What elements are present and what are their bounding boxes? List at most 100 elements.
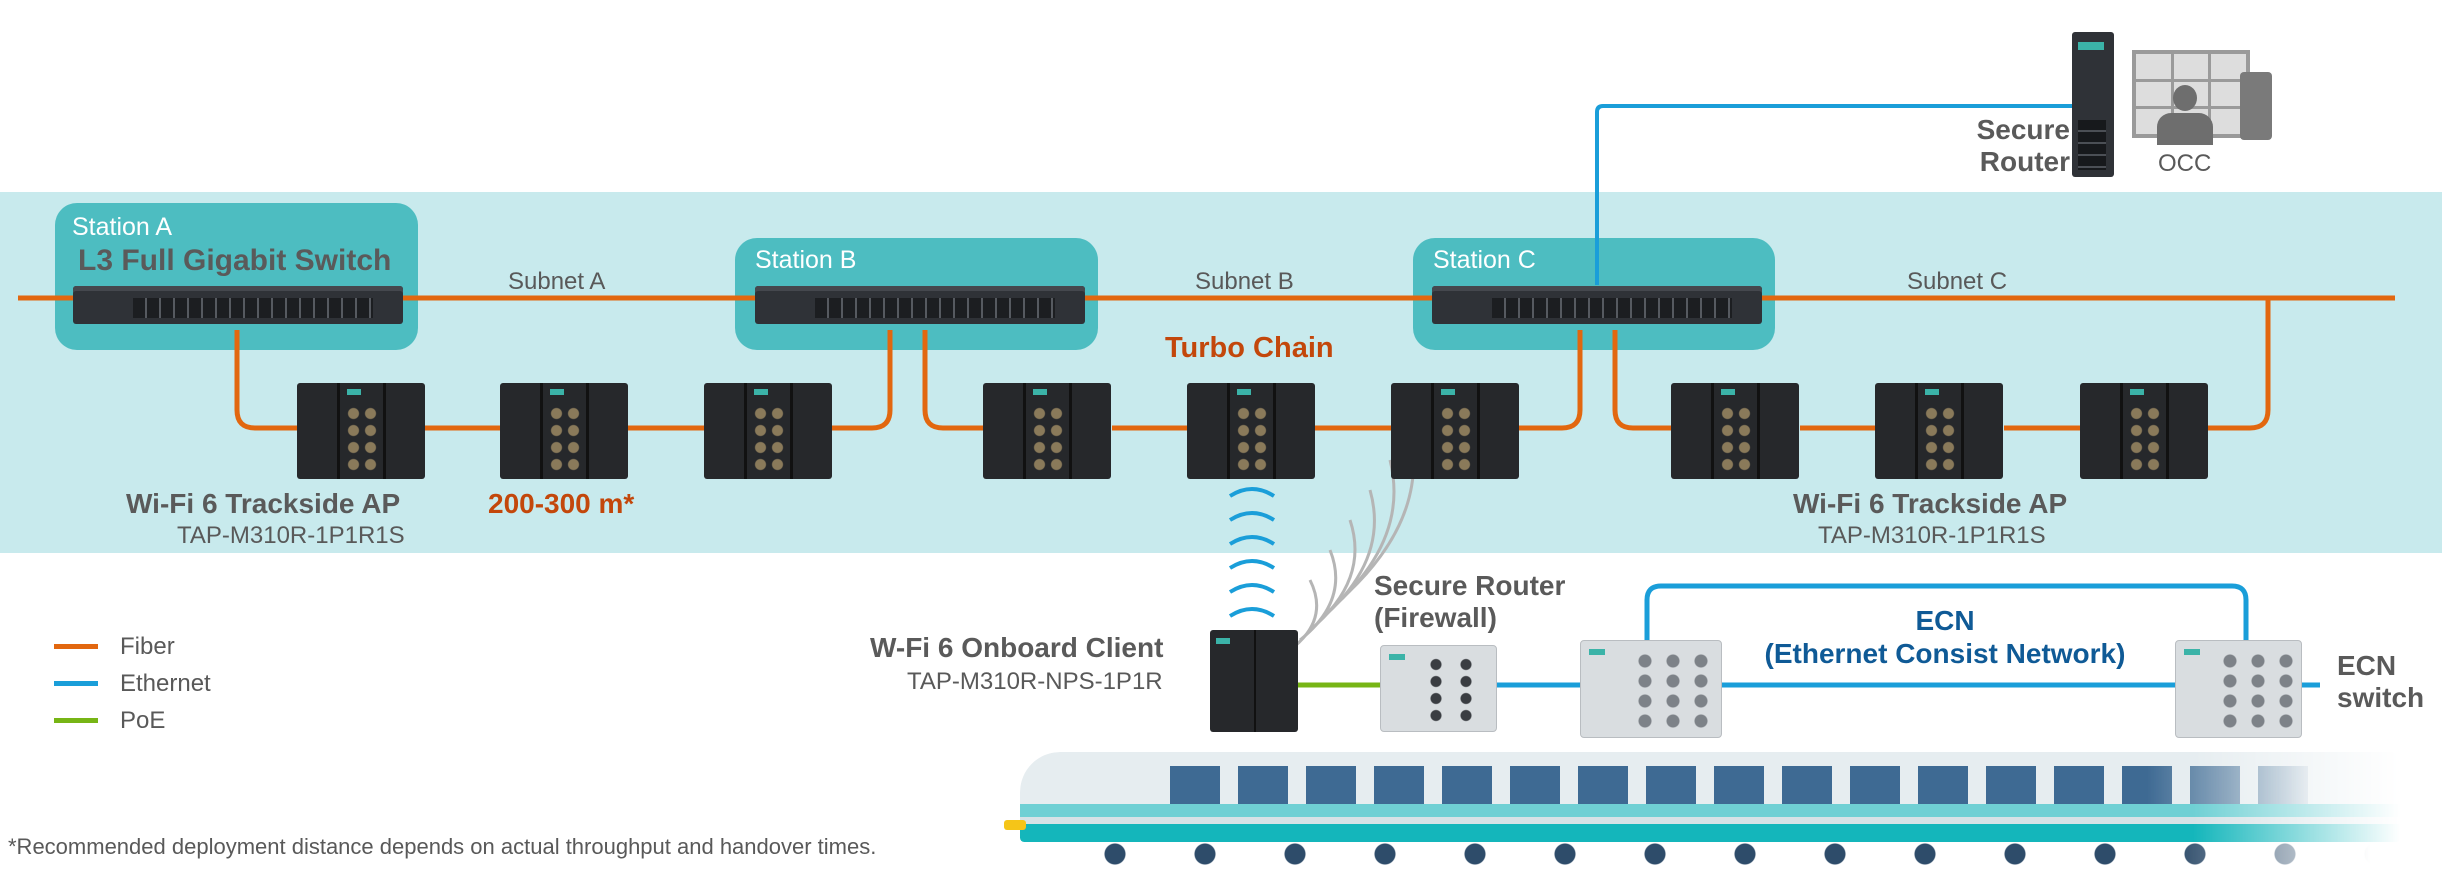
moxa-logo <box>1216 638 1230 644</box>
ecn-switch-label-line2: switch <box>2337 682 2425 713</box>
m12-ports <box>2216 651 2300 731</box>
moxa-logo <box>1033 389 1047 395</box>
ap-divider <box>1227 383 1230 479</box>
ap-divider <box>790 383 793 479</box>
subnet-a-label: Subnet A <box>508 268 606 295</box>
operator-icon <box>2157 85 2213 145</box>
ap-divider <box>540 383 543 479</box>
ap-divider <box>1757 383 1760 479</box>
switch-ports <box>133 298 373 318</box>
turbo-chain-label: Turbo Chain <box>1165 332 1334 364</box>
secure-router-label-line2: Router <box>1979 146 2070 177</box>
fiber-swatch <box>54 644 98 649</box>
fiber-branch-a-left <box>234 330 300 431</box>
moxa-logo <box>1925 389 1939 395</box>
moxa-logo <box>1589 649 1605 655</box>
router-ports <box>2078 120 2106 170</box>
l3-switch-station-b[interactable] <box>755 286 1085 324</box>
moxa-logo <box>2184 649 2200 655</box>
moxa-logo <box>1441 389 1455 395</box>
antenna-connectors <box>548 405 582 475</box>
subnet-c-label: Subnet C <box>1907 268 2008 295</box>
moxa-logo <box>1389 654 1405 660</box>
legend-item-poe: PoE <box>54 702 211 739</box>
secure-router-occ-label: Secure Router <box>1960 114 2070 178</box>
train-windows <box>1170 766 2320 804</box>
ap-divider <box>1273 383 1276 479</box>
firewall-label-line2: (Firewall) <box>1374 602 1497 633</box>
ecn-switch-left[interactable] <box>1580 640 1722 738</box>
trackside-ap-model-left: TAP-M310R-1P1R1S <box>177 522 405 549</box>
firewall-label: Secure Router (Firewall) <box>1374 570 1565 634</box>
fiber-branch-c-right <box>1612 330 1672 431</box>
legend-item-fiber: Fiber <box>54 628 211 665</box>
trackside-ap-device[interactable] <box>2080 383 2208 479</box>
antenna-connectors <box>1923 405 1957 475</box>
moxa-logo <box>754 389 768 395</box>
onboard-client-model: TAP-M310R-NPS-1P1R <box>907 668 1163 695</box>
trackside-ap-device[interactable] <box>1187 383 1315 479</box>
ap-divider <box>1069 383 1072 479</box>
trackside-ap-device[interactable] <box>500 383 628 479</box>
ecn-label-line2: (Ethernet Consist Network) <box>1764 638 2126 669</box>
moxa-logo <box>1237 389 1251 395</box>
ap-divider <box>1023 383 1026 479</box>
moxa-logo <box>2130 389 2144 395</box>
ap-divider <box>1915 383 1918 479</box>
trackside-ap-device[interactable] <box>1391 383 1519 479</box>
moxa-logo <box>550 389 564 395</box>
occ-label: OCC <box>2158 150 2212 177</box>
poe-swatch <box>54 718 98 723</box>
firewall-device[interactable] <box>1380 645 1497 732</box>
ap-divider <box>1431 383 1434 479</box>
train-headlight <box>1004 820 1026 830</box>
trackside-ap-device[interactable] <box>1875 383 2003 479</box>
legend-label: PoE <box>120 706 166 734</box>
moxa-logo <box>1721 389 1735 395</box>
antenna-connectors <box>1031 405 1065 475</box>
legend-item-ethernet: Ethernet <box>54 665 211 702</box>
l3-switch-label: L3 Full Gigabit Switch <box>78 244 392 277</box>
trackside-ap-device[interactable] <box>297 383 425 479</box>
antenna-connectors <box>2128 405 2162 475</box>
station-a-box <box>55 203 418 350</box>
ecn-switch-right[interactable] <box>2175 640 2302 738</box>
onboard-client-device[interactable] <box>1210 630 1298 732</box>
trackside-ap-device[interactable] <box>704 383 832 479</box>
train-illustration <box>1000 752 2442 872</box>
station-c-label: Station C <box>1433 246 1536 274</box>
legend-label: Fiber <box>120 632 175 660</box>
trackside-ap-device[interactable] <box>1671 383 1799 479</box>
ap-divider <box>586 383 589 479</box>
ap-divider <box>744 383 747 479</box>
fiber-branch-b-left <box>832 330 893 431</box>
m12-ports <box>1631 651 1715 731</box>
switch-ports <box>1492 298 1732 318</box>
wifi-signal-icon <box>1228 487 1276 642</box>
train-wheels <box>1070 842 2370 866</box>
secure-router-device[interactable] <box>2072 32 2114 177</box>
l3-switch-station-c[interactable] <box>1432 286 1762 324</box>
firewall-label-line1: Secure Router <box>1374 570 1566 601</box>
trackside-ap-model-right: TAP-M310R-1P1R1S <box>1818 522 2046 549</box>
ap-divider <box>383 383 386 479</box>
ethernet-swatch <box>54 681 98 686</box>
ap-divider <box>2166 383 2169 479</box>
l3-switch-station-a[interactable] <box>73 286 403 324</box>
ap-divider <box>2120 383 2123 479</box>
onboard-client-title: W-Fi 6 Onboard Client <box>870 632 1164 663</box>
moxa-logo <box>2078 42 2104 50</box>
ecn-label-line1: ECN <box>1915 605 1975 636</box>
fiber-branch-b-right <box>922 330 985 431</box>
antenna-connectors <box>1719 405 1753 475</box>
trackside-ap-title-left: Wi-Fi 6 Trackside AP <box>126 488 401 519</box>
trackside-ap-device[interactable] <box>983 383 1111 479</box>
switch-ports <box>815 298 1055 318</box>
m12-ports <box>1421 656 1481 724</box>
ecn-label: ECN (Ethernet Consist Network) <box>1745 604 2145 670</box>
antenna-connectors <box>752 405 786 475</box>
moxa-logo <box>347 389 361 395</box>
station-b-label: Station B <box>755 246 857 274</box>
station-a-label: Station A <box>72 213 173 241</box>
fiber-branch-c-left <box>1518 330 1583 431</box>
